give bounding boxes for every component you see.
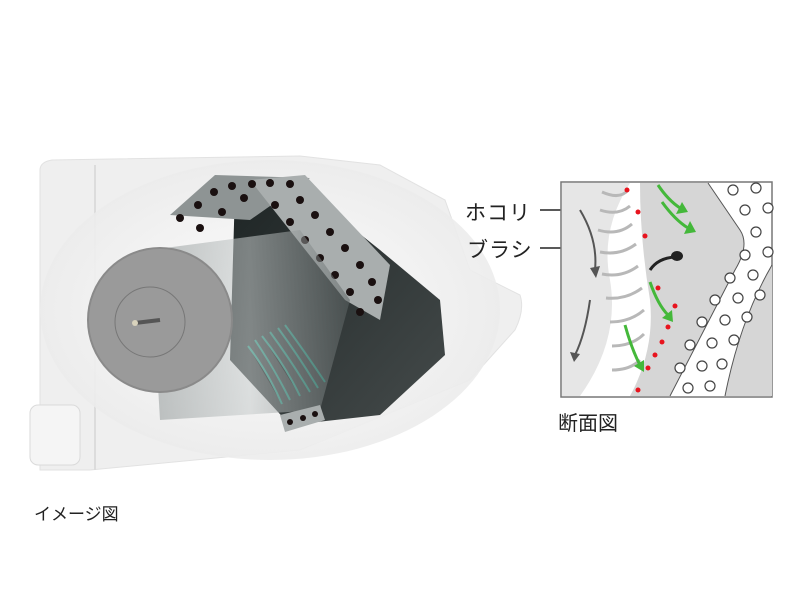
aircon-cutaway-illustration bbox=[29, 155, 523, 471]
cross-section-graphic bbox=[540, 181, 774, 398]
section-caption: 断面図 bbox=[558, 411, 618, 435]
callout-dust-label: ホコリ bbox=[465, 201, 531, 225]
image-caption: イメージ図 bbox=[34, 505, 119, 525]
aircon-unit-graphic bbox=[29, 155, 523, 471]
cross-section-diagram bbox=[540, 170, 790, 410]
callout-brush-label: ブラシ bbox=[467, 238, 533, 262]
